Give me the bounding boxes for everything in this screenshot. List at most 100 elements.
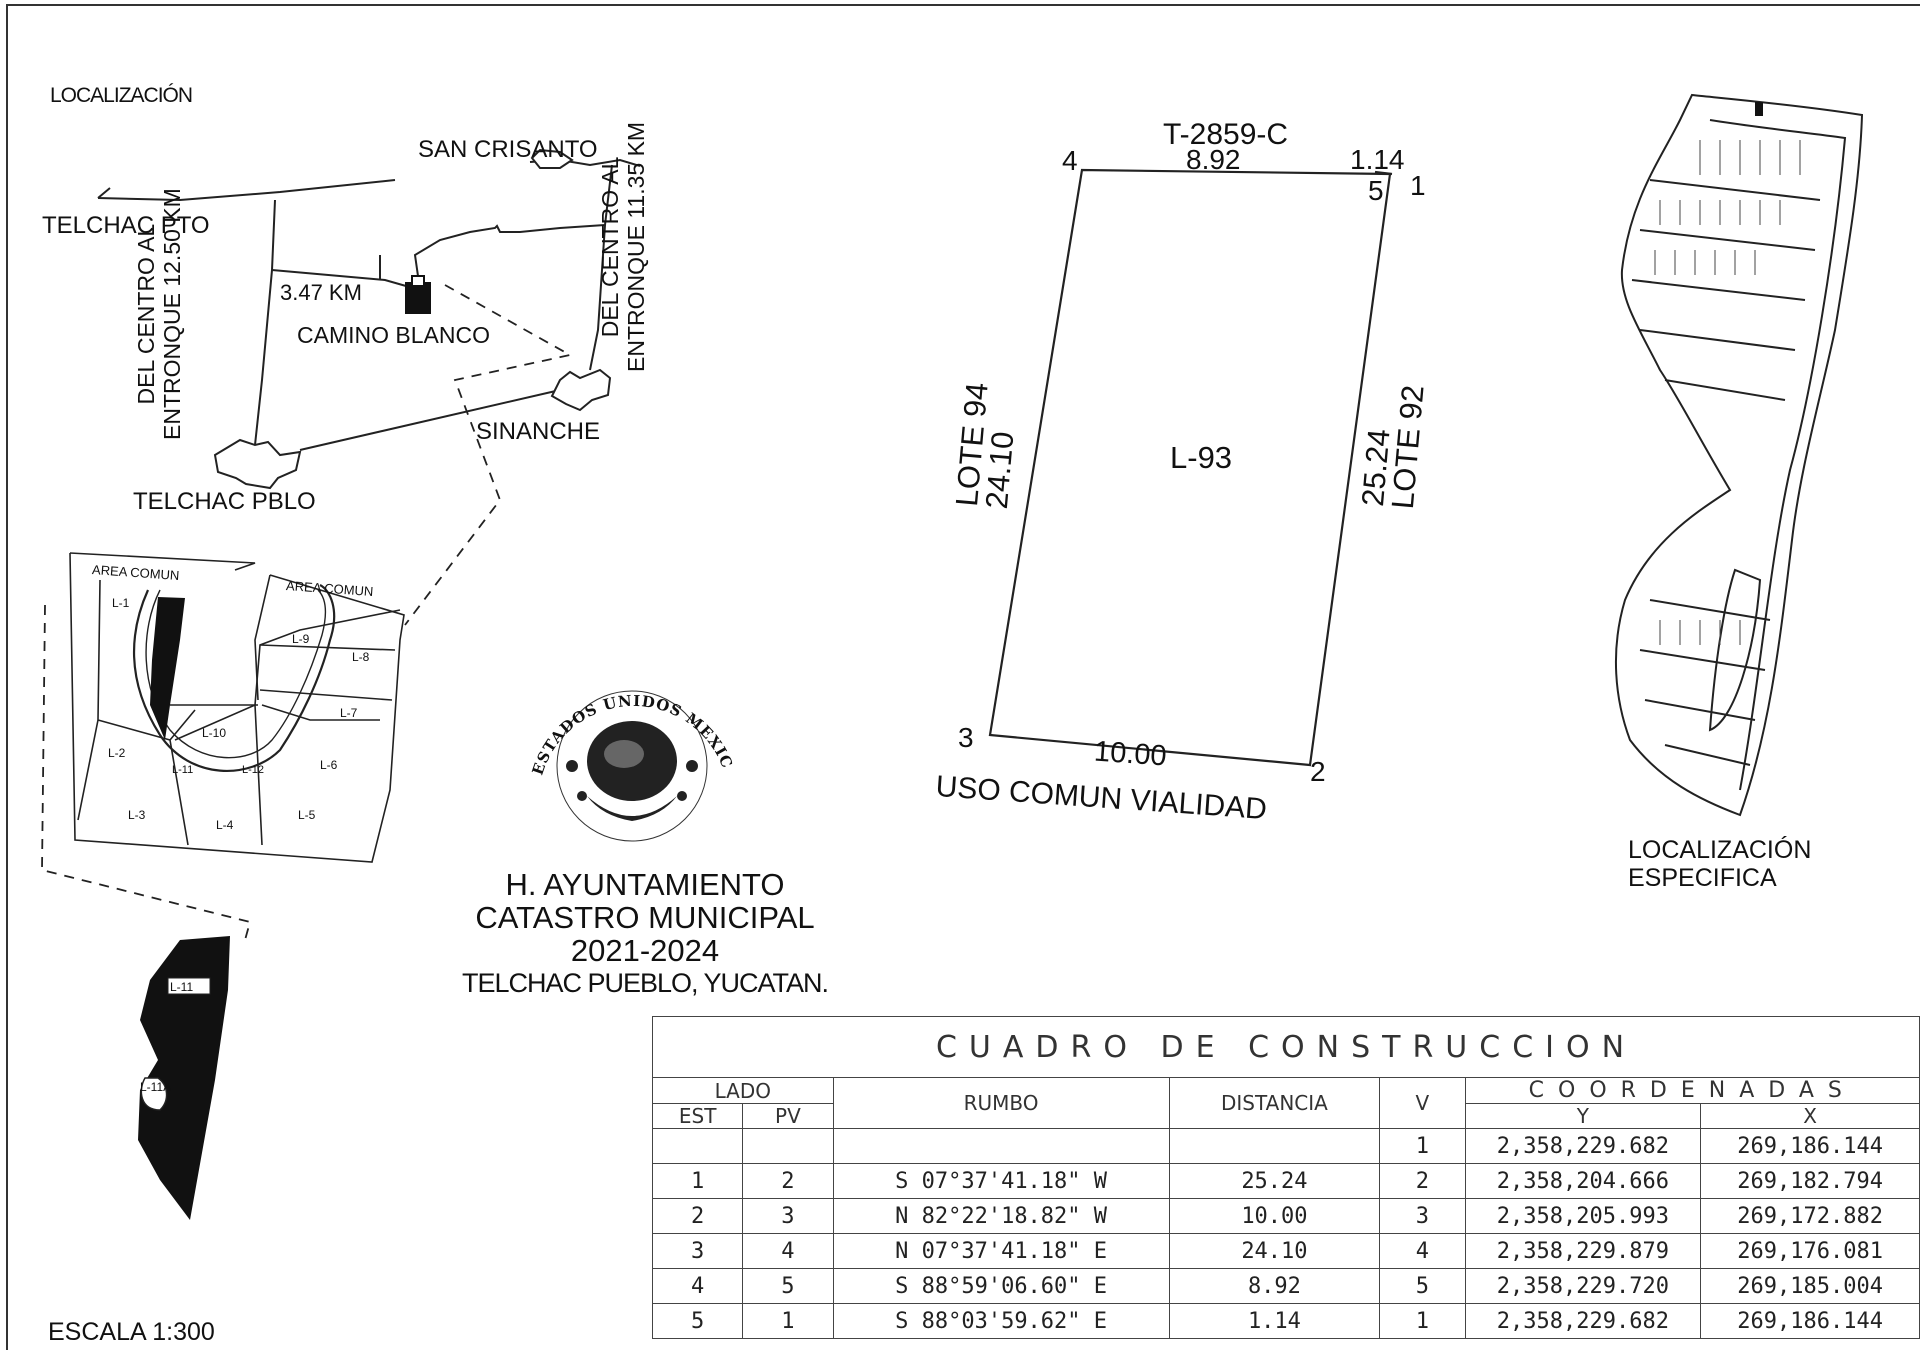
table-row: 2 3 N 82°22'18.82" W 10.00 3 2,358,205.9… <box>651 1198 1920 1234</box>
cell-pv: 5 <box>742 1268 834 1304</box>
cell-pv: 4 <box>742 1233 834 1269</box>
lot-label-l8: L-8 <box>352 650 370 664</box>
town-telchac-pto: TELCHAC PTO <box>42 212 210 239</box>
cell-y: 2,358,205.993 <box>1464 1198 1702 1234</box>
construction-table: CUADRO DE CONSTRUCCION LADO RUMBO DISTAN… <box>651 1016 1920 1339</box>
cell-est: 1 <box>651 1163 744 1199</box>
specific-location-label: LOCALIZACIÓN ESPECIFICA <box>1628 836 1811 892</box>
cell-rumbo: S 88°03'59.62" E <box>832 1303 1170 1339</box>
cell-y: 2,358,229.720 <box>1464 1268 1702 1304</box>
cell-rumbo: S 07°37'41.18" W <box>832 1163 1170 1199</box>
lot-label-l11: L-11 <box>172 764 194 776</box>
rumbo-value: N 82°22'18.82" <box>895 1203 1081 1229</box>
town-camino-blanco: CAMINO BLANCO <box>297 322 490 348</box>
vertex-3: 3 <box>958 722 974 753</box>
header-y: Y <box>1464 1103 1702 1129</box>
cell-distancia: 1.14 <box>1168 1303 1381 1339</box>
cell-x: 269,182.794 <box>1700 1163 1920 1199</box>
table-row: 5 1 S 88°03'59.62" E 1.14 1 2,358,229.68… <box>651 1303 1920 1339</box>
cell-x: 269,186.144 <box>1700 1303 1920 1339</box>
cell-x: 269,186.144 <box>1700 1128 1920 1164</box>
lot-label-l7: L-7 <box>340 706 358 720</box>
rumbo-value: S 07°37'41.18" <box>895 1168 1081 1194</box>
header-coordenadas: COORDENADAS <box>1464 1077 1920 1104</box>
cell-y: 2,358,229.879 <box>1464 1233 1702 1269</box>
vertex-2: 2 <box>1310 756 1326 787</box>
cell-v: 1 <box>1379 1128 1466 1164</box>
specific-location-line1: LOCALIZACIÓN <box>1628 836 1812 864</box>
cell-pv: 3 <box>742 1198 834 1234</box>
lot-label-l3: L-3 <box>128 808 146 822</box>
cell-est: 3 <box>651 1233 744 1269</box>
header-pv: PV <box>742 1103 834 1129</box>
cell-v: 4 <box>1379 1233 1466 1269</box>
lot-label-l4: L-4 <box>216 818 234 832</box>
rumbo-dir: E <box>1093 1238 1108 1264</box>
cell-distancia: 10.00 <box>1168 1198 1381 1234</box>
scale-label: ESCALA 1:300 <box>48 1318 215 1346</box>
lower-label-l11: L-11 <box>170 980 194 994</box>
table-row: 4 5 S 88°59'06.60" E 8.92 5 2,358,229.72… <box>651 1268 1920 1304</box>
header-est: EST <box>651 1103 744 1129</box>
cell-est: 5 <box>651 1303 744 1339</box>
cell-est: 4 <box>651 1268 744 1304</box>
cell-rumbo: N 82°22'18.82" W <box>832 1198 1170 1234</box>
top-small-distance: 1.14 <box>1350 144 1405 175</box>
cell-pv: 2 <box>742 1163 834 1199</box>
town-san-crisanto: SAN CRISANTO <box>418 136 598 163</box>
town-sinanche: SINANCHE <box>476 418 601 445</box>
rumbo-value: S 88°03'59.62" <box>895 1308 1081 1334</box>
lot-label-l2: L-2 <box>108 746 126 760</box>
cell-pv: 1 <box>742 1303 834 1339</box>
cell-est: 2 <box>651 1198 744 1234</box>
period-title: 2021-2024 <box>570 933 720 968</box>
header-distancia: DISTANCIA <box>1168 1077 1381 1129</box>
lot-label-l5: L-5 <box>298 808 316 822</box>
lot-label-l1: L-1 <box>112 596 130 610</box>
lot-number: L-93 <box>1170 440 1233 475</box>
cell-v: 3 <box>1379 1198 1466 1234</box>
rumbo-dir: E <box>1093 1308 1108 1334</box>
cell-v: 1 <box>1379 1303 1466 1339</box>
table-row: 1 2 S 07°37'41.18" W 25.24 2 2,358,204.6… <box>651 1163 1920 1199</box>
cell-distancia: 24.10 <box>1168 1233 1381 1269</box>
construction-table-wrap: CUADRO DE CONSTRUCCION LADO RUMBO DISTAN… <box>651 1016 1920 1350</box>
lot-label-l12: L-12 <box>242 764 265 776</box>
cell-y: 2,358,204.666 <box>1464 1163 1702 1199</box>
lot-label-l10: L-10 <box>202 726 227 740</box>
lot-label-l6: L-6 <box>320 758 338 772</box>
ayuntamiento-title: H. AYUNTAMIENTO <box>505 867 785 902</box>
cell-distancia: 8.92 <box>1168 1268 1381 1304</box>
header-lado: LADO <box>652 1077 834 1104</box>
top-distance: 8.92 <box>1186 144 1241 175</box>
national-seal: ESTADOS UNIDOS MEXICANOS <box>505 632 735 842</box>
vertex-5: 5 <box>1368 175 1384 206</box>
lot-tag: T-2859-C <box>1163 118 1289 151</box>
cell-v: 5 <box>1379 1268 1466 1304</box>
cell-rumbo: S 88°59'06.60" E <box>832 1268 1170 1304</box>
rumbo-value: N 07°37'41.18" <box>895 1238 1081 1264</box>
table-row: 3 4 N 07°37'41.18" E 24.10 4 2,358,229.8… <box>651 1233 1920 1269</box>
rumbo-value: S 88°59'06.60" <box>895 1273 1081 1299</box>
lot-label-l9: L-9 <box>292 632 310 646</box>
localizacion-title: LOCALIZACIÓN <box>50 84 193 107</box>
cell-x: 269,176.081 <box>1700 1233 1920 1269</box>
cell-y: 2,358,229.682 <box>1464 1303 1702 1339</box>
cell-y: 2,358,229.682 <box>1464 1128 1702 1164</box>
header-rumbo: RUMBO <box>832 1077 1170 1129</box>
cell-x: 269,172.882 <box>1700 1198 1920 1234</box>
vertex-4: 4 <box>1062 145 1078 176</box>
rumbo-dir: W <box>1093 1203 1108 1229</box>
cell-distancia: 25.24 <box>1168 1163 1381 1199</box>
table-title: CUADRO DE CONSTRUCCION <box>652 1016 1920 1078</box>
vertex-1: 1 <box>1410 170 1426 201</box>
catastro-title: CATASTRO MUNICIPAL <box>475 900 815 935</box>
cell-rumbo: N 07°37'41.18" E <box>832 1233 1170 1269</box>
cell-v: 2 <box>1379 1163 1466 1199</box>
sheet-border <box>6 4 1920 1350</box>
town-telchac-pblo: TELCHAC PBLO <box>133 488 316 515</box>
seal-text-block: H. AYUNTAMIENTO CATASTRO MUNICIPAL 2021-… <box>420 868 870 1000</box>
